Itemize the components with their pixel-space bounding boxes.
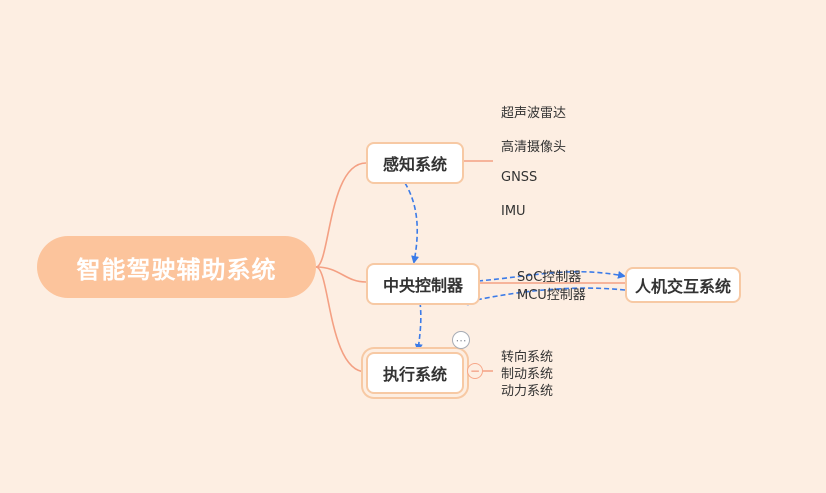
node-perception[interactable]: 感知系统 <box>366 142 464 184</box>
node-hmi[interactable]: 人机交互系统 <box>625 267 741 303</box>
execution-leaf[interactable]: 转向系统 <box>501 350 554 365</box>
node-controller-label: 中央控制器 <box>382 276 463 295</box>
node-perception-label: 感知系统 <box>382 155 447 174</box>
branch-line-execution <box>315 266 367 373</box>
perception-leaf[interactable]: 超声波雷达 <box>501 106 567 121</box>
branch-line-controller <box>315 266 367 283</box>
comment-icon[interactable]: ⋯ <box>452 331 470 349</box>
perception-to-controller-arrow <box>404 182 420 264</box>
node-hmi-label: 人机交互系统 <box>634 277 731 296</box>
collapse-icon[interactable]: − <box>467 363 483 379</box>
hmi-to-controller-arrow <box>460 287 626 306</box>
controller-to-hmi-arrow <box>477 270 626 282</box>
relation-label-soc[interactable]: SoC控制器 <box>517 270 582 285</box>
root-topic[interactable]: 智能驾驶辅助系统 <box>37 236 316 298</box>
execution-leaf[interactable]: 制动系统 <box>501 367 554 382</box>
node-execution[interactable]: 执行系统 <box>366 352 464 394</box>
perception-leaf[interactable]: GNSS <box>501 170 538 185</box>
perception-leaf[interactable]: 高清摄像头 <box>501 140 567 155</box>
execution-leaf[interactable]: 动力系统 <box>501 384 554 399</box>
root-topic-label: 智能驾驶辅助系统 <box>76 255 277 284</box>
controller-to-execution-arrow <box>414 301 423 352</box>
node-execution-label: 执行系统 <box>382 365 447 384</box>
node-controller[interactable]: 中央控制器 <box>366 263 480 305</box>
relation-label-mcu[interactable]: MCU控制器 <box>517 288 586 303</box>
perception-leaf[interactable]: IMU <box>501 204 526 219</box>
branch-line-perception <box>315 162 367 268</box>
